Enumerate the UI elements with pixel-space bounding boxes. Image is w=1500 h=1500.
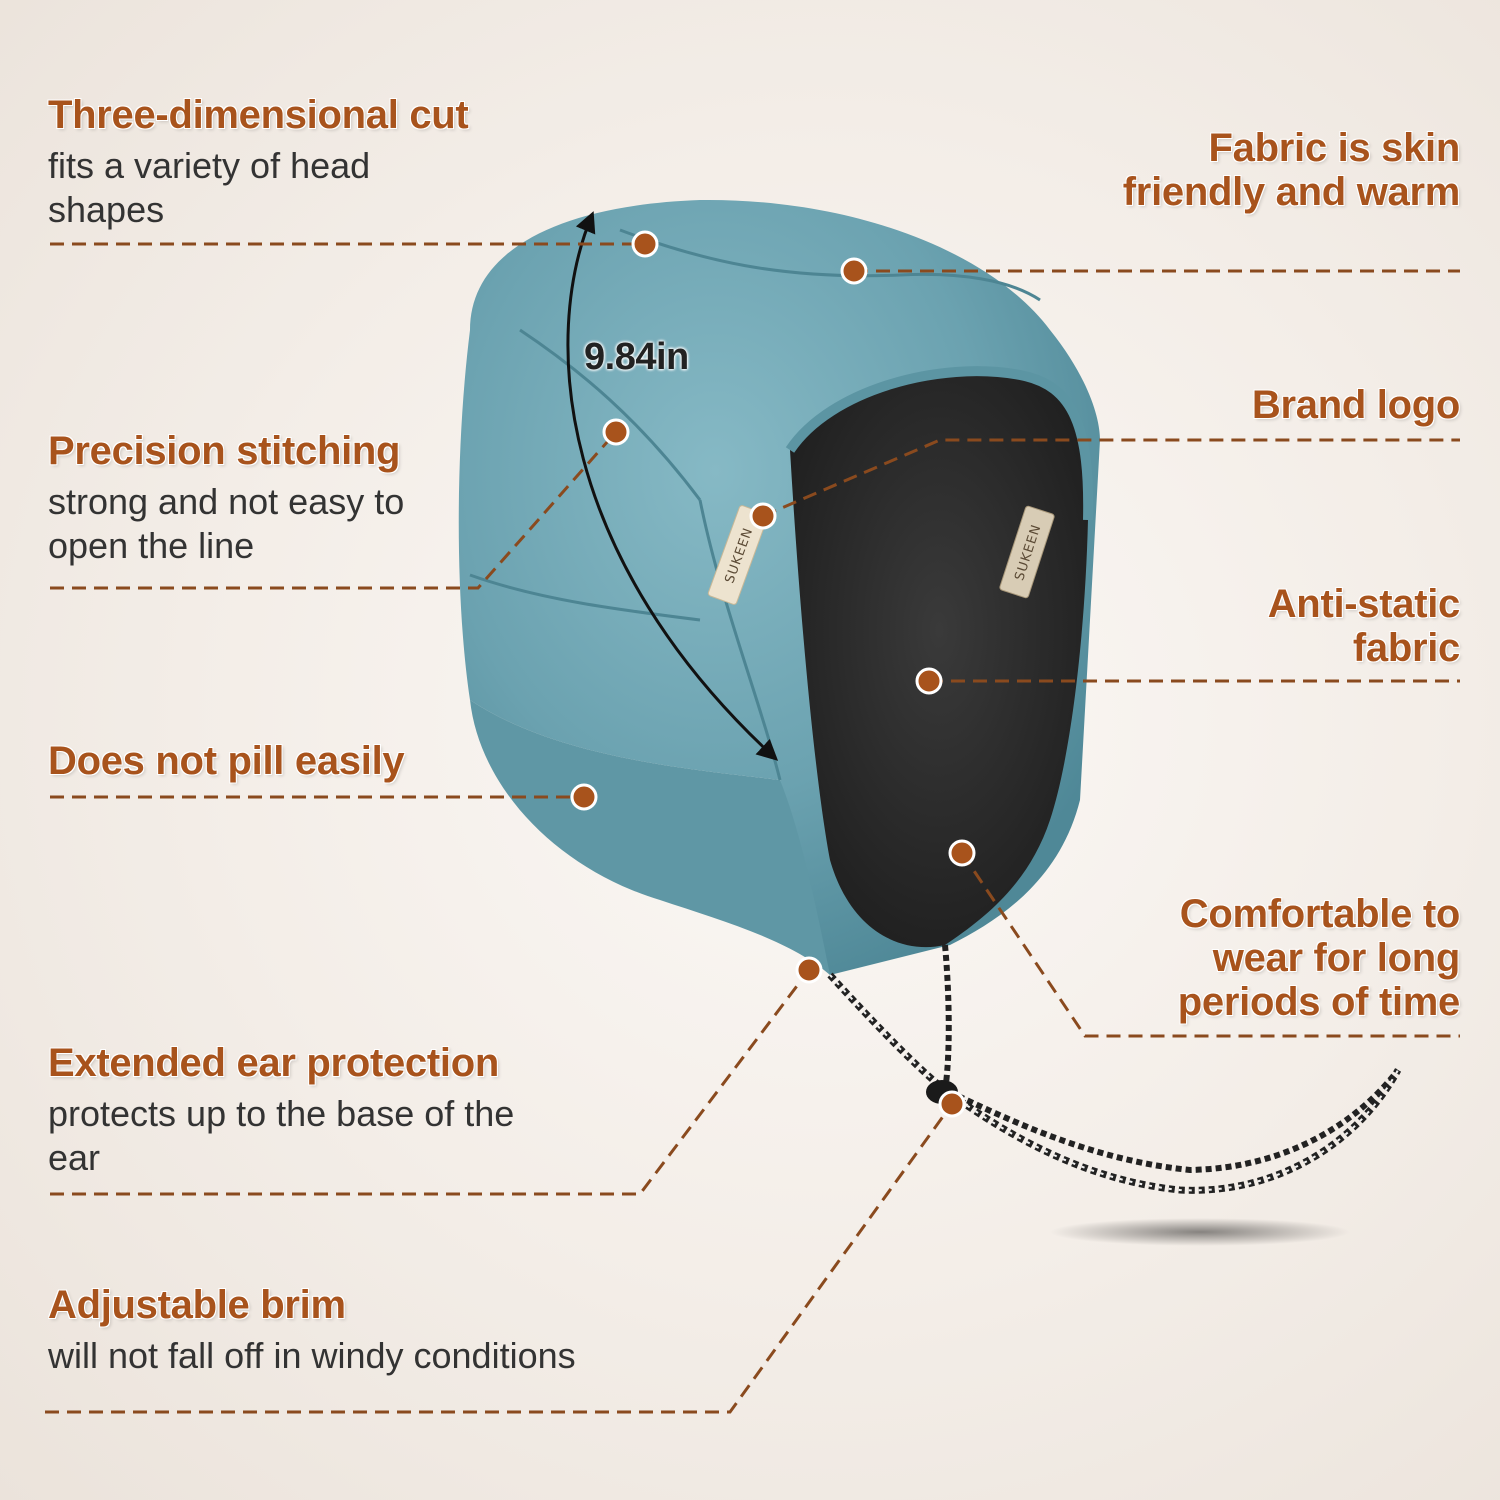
- callout-desc: protects up to the base of the ear: [48, 1093, 515, 1178]
- callout-desc: fits a variety of head shapes: [48, 145, 371, 230]
- leader-comfortable: [960, 852, 1460, 1038]
- drawstring-cord: [941, 944, 1401, 1174]
- callout-ear-protection: Extended ear protection protects up to t…: [48, 1040, 668, 1180]
- callout-title: Extended ear protection: [48, 1041, 499, 1085]
- callout-title: Precision stitching: [48, 429, 401, 473]
- callout-precision-stitching: Precision stitching strong and not easy …: [48, 428, 528, 568]
- dimension-arrow: [566, 211, 779, 761]
- callout-dots: [570, 230, 976, 1118]
- callout-title: Anti-static fabric: [1267, 582, 1461, 670]
- leader-brand-logo: [762, 438, 1460, 518]
- dot-skin-friendly: [840, 257, 868, 285]
- callout-skin-friendly: Fabric is skin friendly and warm: [1100, 126, 1461, 214]
- callout-adjustable-brim: Adjustable brim will not fall off in win…: [48, 1282, 768, 1378]
- ground-shadow: [1050, 1218, 1350, 1246]
- leader-ear-protection: [50, 969, 811, 1196]
- dot-adjustable-brim: [938, 1090, 966, 1118]
- callout-title: Brand logo: [1251, 383, 1460, 427]
- dot-ear-protection: [795, 956, 823, 984]
- callout-desc: will not fall off in windy conditions: [48, 1335, 576, 1376]
- leader-lines: [45, 242, 1460, 1414]
- dot-comfortable: [948, 839, 976, 867]
- callout-three-d-cut: Three-dimensional cut fits a variety of …: [48, 92, 608, 232]
- drawstring-cord-highlight: [829, 974, 1399, 1192]
- dot-three-d-cut: [631, 230, 659, 258]
- dot-brand-logo: [749, 502, 777, 530]
- callout-title: Comfortable to wear for long periods of …: [1177, 892, 1461, 1024]
- hat-rim: [785, 366, 1094, 521]
- callout-title: Fabric is skin friendly and warm: [1122, 126, 1461, 214]
- dot-precision-stitching: [602, 418, 630, 446]
- hat-lining: [790, 371, 1089, 948]
- callout-desc: strong and not easy to open the line: [48, 481, 405, 566]
- ear-flap: [470, 700, 830, 975]
- callout-title: Does not pill easily: [48, 739, 405, 783]
- callout-no-pill: Does not pill easily: [48, 738, 568, 784]
- leader-precision-stitching: [50, 431, 618, 590]
- callout-title: Adjustable brim: [48, 1283, 346, 1327]
- leader-adjustable-brim: [45, 1103, 954, 1414]
- callout-comfortable: Comfortable to wear for long periods of …: [1080, 892, 1461, 1024]
- callout-anti-static: Anti-static fabric: [1100, 582, 1461, 670]
- dot-no-pill: [570, 783, 598, 811]
- dot-anti-static: [915, 667, 943, 695]
- callout-title: Three-dimensional cut: [48, 93, 469, 137]
- callout-brand-logo: Brand logo: [1100, 382, 1460, 428]
- dimension-label: 9.84in: [584, 336, 689, 378]
